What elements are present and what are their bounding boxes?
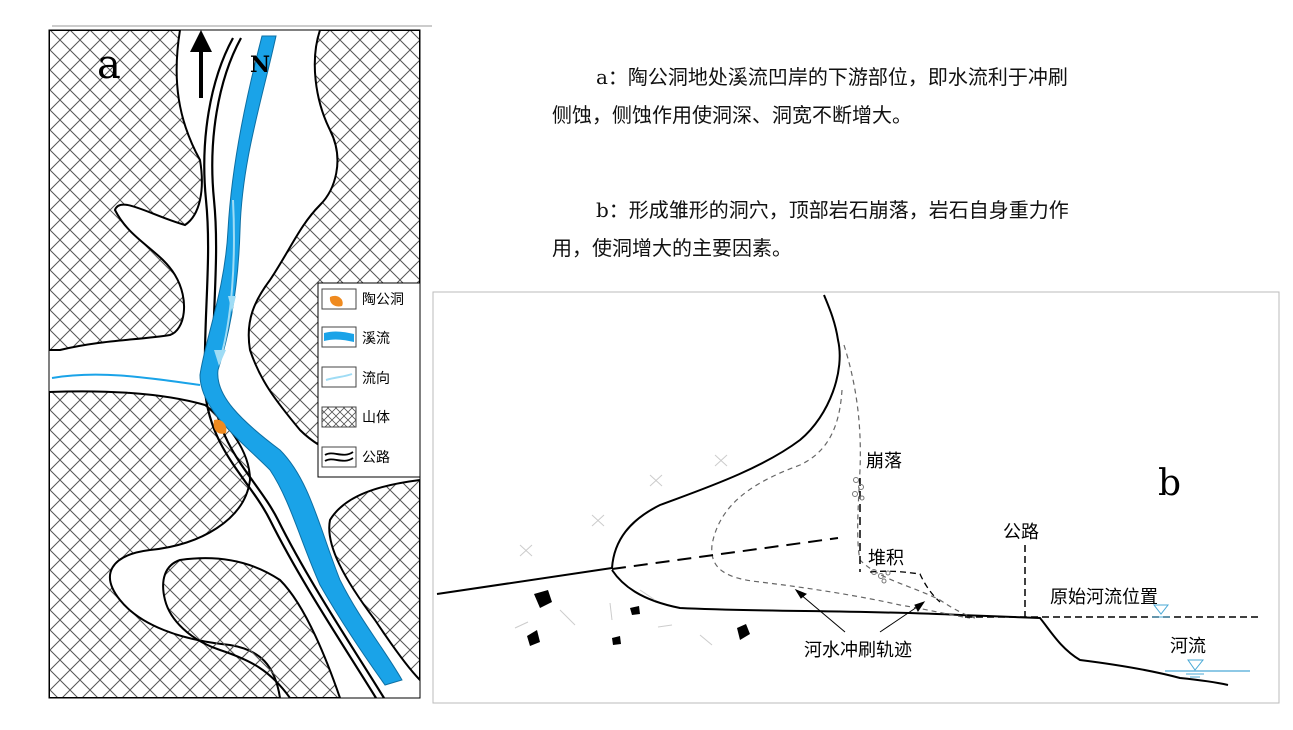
mountain-lower-middle [162,557,342,698]
panel-a-map [49,30,420,698]
rock-texture [514,454,728,646]
north-label: N [250,52,270,78]
description-block: a：陶公洞地处溪流凹岸的下游部位，即水流利于冲刷侧蚀，侧蚀作用使洞深、洞宽不断增… [552,58,1082,134]
cave-marker-icon [213,419,227,434]
mountain-left-upper [49,30,203,351]
label-erosion-track: 河水冲刷轨迹 [804,640,912,661]
north-arrow-icon [190,30,212,98]
label-river: 河流 [1170,636,1206,657]
erosion-track-inner [711,389,971,619]
flow-arrow-icon [214,350,226,366]
legend-flow-icon [325,373,353,381]
label-collapse: 崩落 [866,451,902,472]
legend-item-stream: 溪流 [362,331,390,347]
panel-b-section [436,294,1258,686]
cave-axis-line [611,537,839,570]
legend-cave-icon [329,295,343,307]
legend-road-icon [324,451,354,462]
river-bank-profile [611,569,1229,686]
legend-item-flow: 流向 [362,371,390,387]
original-water-level-icon [1152,604,1170,618]
panel-a-label: a [97,42,121,88]
flow-arrow-icon-upper [228,296,236,312]
mountain-right-lower [328,478,420,682]
legend-stream-icon [324,331,354,342]
flow-direction-line [219,199,235,361]
legend-item-cave: 陶公洞 [362,292,404,308]
rock-fragments-icon [527,590,750,646]
cave-outline [436,294,841,595]
legend: 陶公洞 溪流 流向 山体 公路 [317,282,421,478]
label-road: 公路 [1003,522,1039,543]
legend-item-mountain: 山体 [362,410,390,426]
description-block-b: b：形成雏形的洞穴，顶部岩石崩落，岩石自身重力作用，使洞增大的主要因素。 [552,191,1082,267]
panel-b-label: b [1158,463,1181,504]
tributary-stream [51,373,201,386]
legend-item-road: 公路 [362,450,390,466]
panel-b-frame [432,291,1280,704]
label-deposit: 堆积 [868,548,904,569]
erosion-track-profile [843,344,976,619]
label-original-river: 原始河流位置 [1050,587,1158,608]
deposit-outline [869,570,941,603]
water-level-icon [1186,659,1205,678]
erosion-pointer [794,588,926,633]
description-para-b: b：形成雏形的洞穴，顶部岩石崩落，岩石自身重力作用，使洞增大的主要因素。 [552,198,1069,260]
description-para-a: a：陶公洞地处溪流凹岸的下游部位，即水流利于冲刷侧蚀，侧蚀作用使洞深、洞宽不断增… [552,65,1068,127]
legend-mountain-icon [321,406,357,428]
